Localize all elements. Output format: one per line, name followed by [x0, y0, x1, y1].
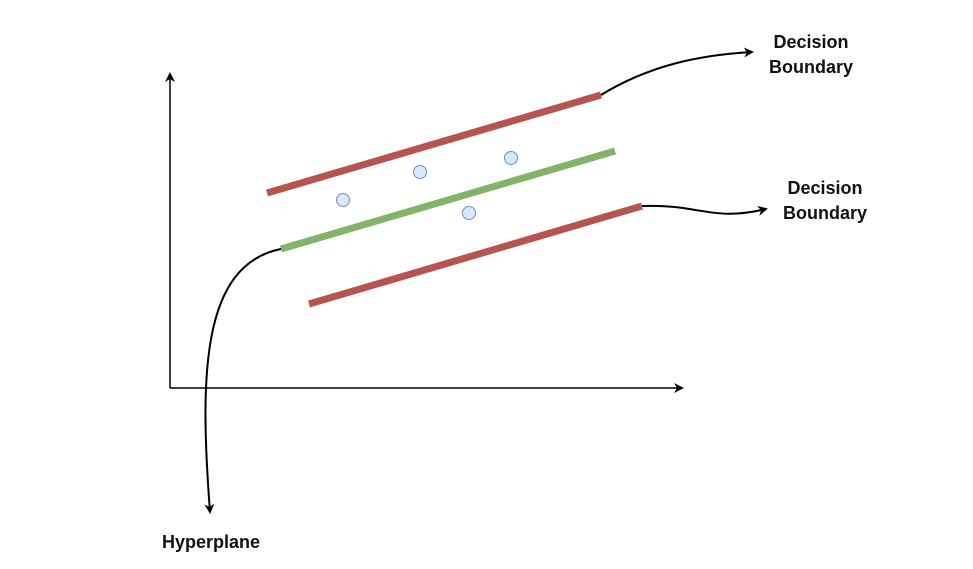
decision-boundary-label-bottom-line2: Boundary — [782, 203, 867, 223]
decision-boundary-label-bottom-line1: Decision — [787, 178, 863, 198]
connector-arrow-bottom-boundary — [641, 204, 768, 216]
data-point — [504, 151, 518, 165]
decision-boundary-lower — [308, 202, 643, 308]
data-point — [413, 165, 427, 179]
data-point — [336, 193, 350, 207]
decision-boundary-label-top-line1: Decision — [773, 32, 849, 52]
decision-boundary-label-top-line2: Boundary — [768, 57, 853, 77]
hyperplane-label-text: Hyperplane — [161, 532, 261, 552]
decision-boundary-upper — [266, 91, 602, 197]
hyperplane-label: Hyperplane — [148, 530, 274, 555]
decision-boundary-label-bottom: Decision Boundary — [762, 176, 888, 226]
connector-arrow-top-boundary — [600, 47, 754, 96]
data-point — [462, 206, 476, 220]
hyperplane-line — [280, 147, 616, 253]
decision-boundary-label-top: Decision Boundary — [748, 30, 874, 80]
connector-arrow-hyperplane — [204, 248, 282, 514]
